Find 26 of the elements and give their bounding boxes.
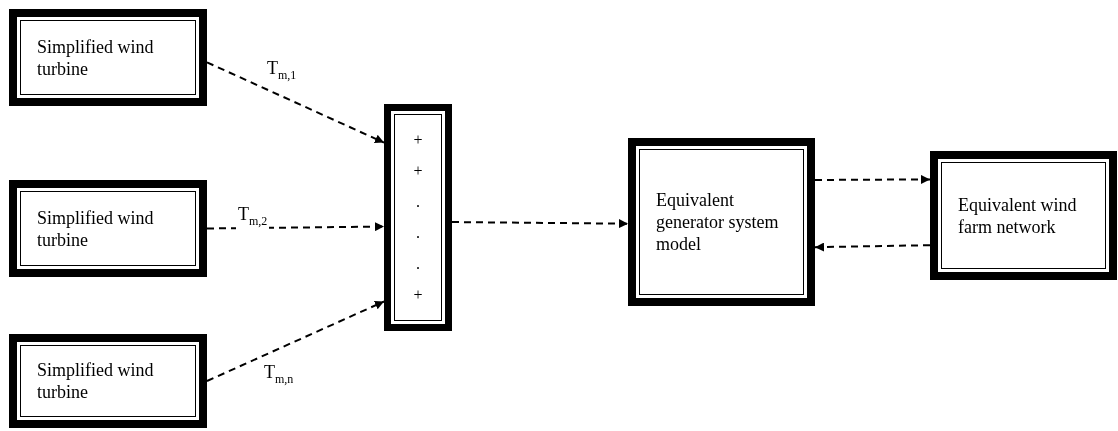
edge-label: T$_{m,n}$ bbox=[262, 362, 296, 389]
arrow bbox=[814, 174, 931, 184]
box-label: Simplified wind turbine bbox=[37, 35, 155, 80]
summation-block bbox=[384, 104, 452, 331]
sign-symbol: + bbox=[413, 286, 423, 303]
box-label: Simplified wind turbine bbox=[37, 206, 155, 251]
box-label: Equivalent wind farm network bbox=[958, 193, 1078, 238]
arrow bbox=[814, 242, 931, 252]
arrow bbox=[451, 219, 629, 229]
arrow bbox=[206, 300, 385, 382]
process-box bbox=[9, 334, 207, 428]
process-box bbox=[628, 138, 815, 306]
arrow bbox=[206, 222, 385, 232]
process-box bbox=[930, 151, 1117, 280]
box-label: Simplified wind turbine bbox=[37, 359, 155, 403]
process-box bbox=[9, 180, 207, 277]
edge-label: T$_{m,2}$ bbox=[236, 204, 270, 231]
sign-symbol: . bbox=[416, 255, 420, 272]
box-label: Equivalent generator system model bbox=[656, 189, 780, 255]
sign-symbol: + bbox=[413, 163, 423, 180]
edge-label: T$_{m,1}$ bbox=[265, 58, 299, 85]
process-box bbox=[9, 9, 207, 106]
arrow bbox=[206, 61, 385, 144]
sign-symbol: . bbox=[416, 224, 420, 241]
sign-symbol: . bbox=[416, 194, 420, 211]
sign-symbol: + bbox=[413, 132, 423, 149]
